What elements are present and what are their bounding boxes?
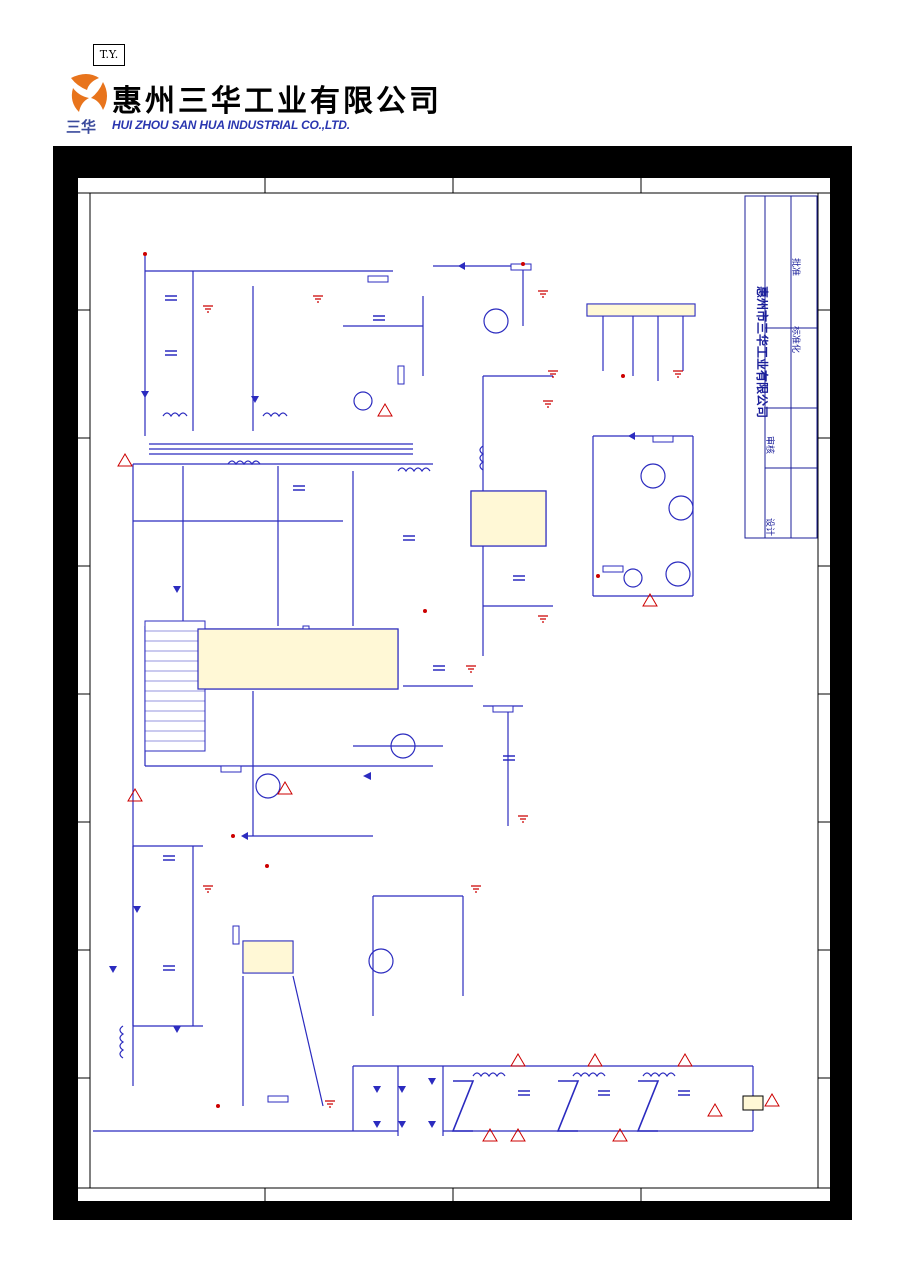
title-block-label-approve: 批准	[790, 258, 800, 277]
title-block-label-review: 审核	[764, 436, 774, 455]
inductor-coils	[119, 412, 676, 1078]
resistor-array-lines	[145, 630, 205, 742]
net-label-markers	[143, 252, 625, 1108]
title-block	[744, 195, 818, 539]
company-name-en: HUI ZHOU SAN HUA INDUSTRIAL CO.,LTD.	[112, 118, 350, 132]
title-block-company: 惠州市三华工业有限公司	[755, 286, 769, 419]
circuit-schematic	[78, 178, 830, 1201]
ground-symbols	[203, 290, 683, 1108]
title-block-label-design: 设计	[764, 518, 774, 537]
resistors	[144, 263, 674, 1103]
transistors	[255, 308, 694, 974]
company-name-cn: 惠州三华工业有限公司	[112, 84, 442, 119]
transformer-windings	[451, 1080, 660, 1132]
capacitors	[163, 295, 690, 1096]
chassis-ground-triangles	[117, 403, 780, 1142]
title-block-label-standard: 标准化	[790, 326, 800, 354]
ic-bodies	[197, 303, 764, 1111]
company-logo	[65, 68, 430, 134]
document-mark: T.Y.	[93, 44, 125, 66]
diodes	[109, 262, 635, 1128]
sanhua-logo-icon	[71, 74, 107, 112]
schematic-sheet: 惠州市三华工业有限公司 设计 审核 标准化 批准	[53, 146, 852, 1220]
company-short-name: 三华	[66, 118, 97, 136]
